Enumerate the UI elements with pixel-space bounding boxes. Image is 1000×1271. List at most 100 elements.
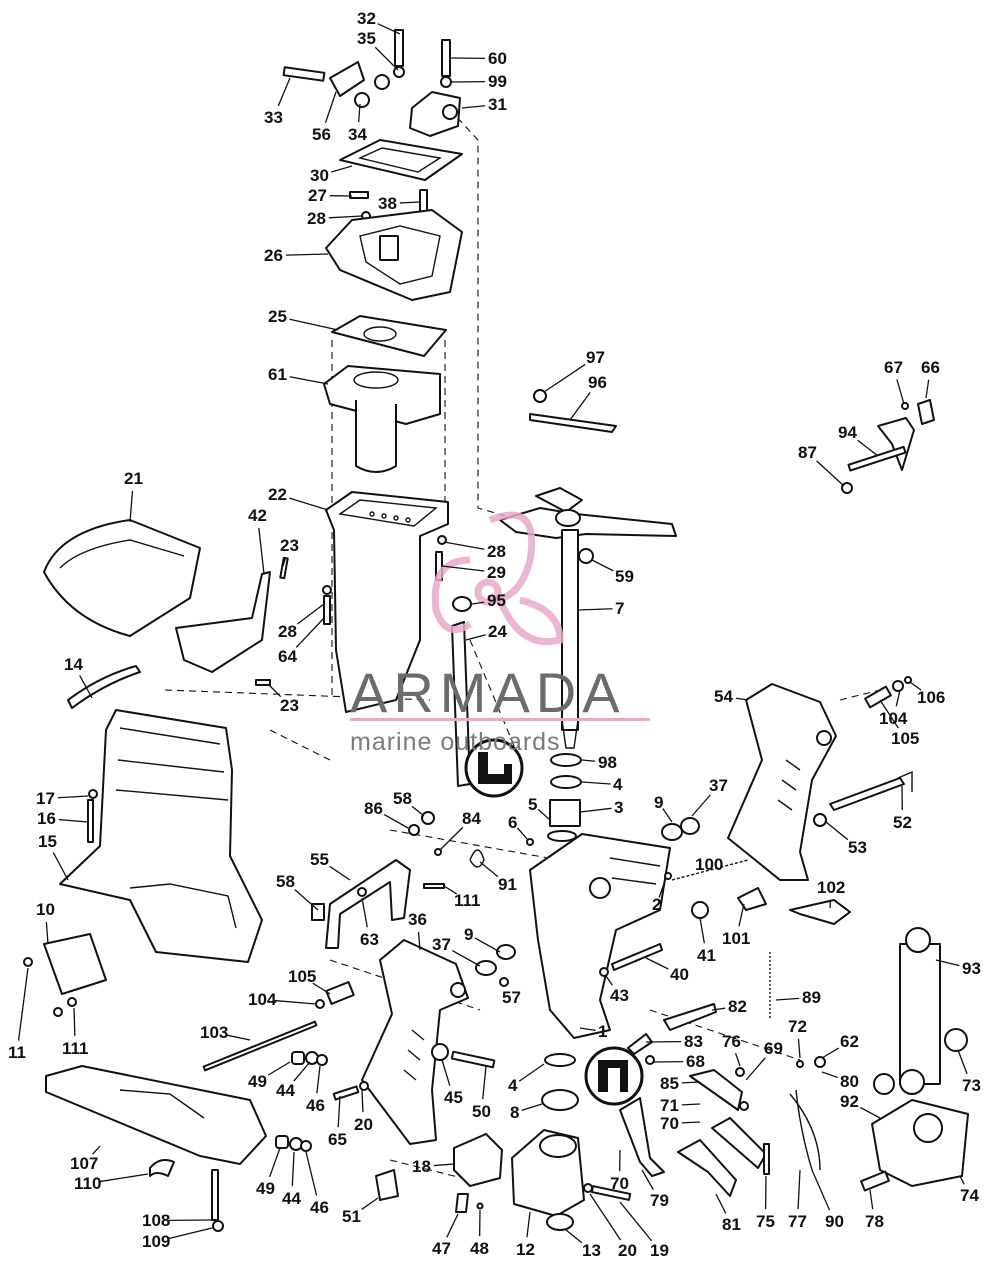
leader-line: [226, 1034, 251, 1041]
leader-line: [374, 46, 399, 71]
leader-line: [79, 675, 93, 699]
leader-line: [581, 759, 596, 762]
nut-59: [578, 548, 594, 564]
washer-20a: [359, 1081, 369, 1091]
callout-95: 95: [487, 591, 506, 610]
callout-40: 40: [670, 965, 689, 984]
cover-plate-10: [23, 933, 107, 1017]
callout-23: 23: [280, 696, 299, 715]
callout-104: 104: [879, 709, 908, 728]
callout-84: 84: [462, 809, 481, 828]
callout-103: 103: [200, 1023, 228, 1042]
callout-33: 33: [264, 108, 283, 127]
callout-96: 96: [588, 373, 607, 392]
callout-74: 74: [960, 1186, 979, 1205]
screw-67: [901, 402, 909, 410]
leader-line: [699, 917, 705, 944]
leader-line: [328, 215, 363, 219]
callout-2: 2: [652, 895, 661, 914]
callout-50: 50: [472, 1102, 491, 1121]
bolts-28-64: [323, 595, 331, 625]
screw-68: [645, 1055, 655, 1065]
leader-line: [305, 1151, 318, 1196]
leader-line: [543, 363, 586, 393]
callout-47: 47: [432, 1239, 451, 1258]
leader-line: [441, 1059, 451, 1086]
callout-29: 29: [487, 563, 506, 582]
callout-44: 44: [276, 1081, 295, 1100]
leader-line: [294, 889, 319, 911]
leader-line: [267, 1061, 291, 1076]
pin-78: [860, 1170, 890, 1192]
callout-30: 30: [310, 166, 329, 185]
bushing-8: [541, 1089, 579, 1111]
bushing-49b: [275, 1135, 289, 1149]
leader-line: [925, 379, 930, 399]
callout-105: 105: [891, 729, 919, 748]
callout-44: 44: [282, 1189, 301, 1208]
bracket-31: [409, 91, 461, 137]
leader-line: [581, 781, 611, 785]
washer-45: [431, 1043, 449, 1061]
spring-90: [789, 1093, 821, 1171]
callout-81: 81: [722, 1215, 741, 1234]
callout-4: 4: [613, 775, 623, 794]
callout-66: 66: [921, 358, 940, 377]
callout-107: 107: [70, 1154, 98, 1173]
link-82: [663, 1003, 717, 1031]
leader-line: [825, 821, 849, 841]
callout-46: 46: [306, 1096, 325, 1115]
callout-38: 38: [378, 194, 397, 213]
lever-79: [619, 1097, 665, 1177]
link-83: [627, 1033, 653, 1055]
leader-line: [745, 1057, 766, 1081]
callout-110: 110: [74, 1174, 101, 1193]
exhaust-tube-22: [325, 491, 449, 713]
leader-line: [129, 490, 134, 523]
watermark-rule: [350, 718, 650, 721]
watermark-propeller-logo: [431, 511, 564, 646]
ground-strap-96: [529, 389, 617, 433]
shaft-40: [599, 943, 663, 977]
leader-line: [377, 23, 401, 35]
side-cover-42: [175, 556, 289, 686]
callout-57: 57: [502, 988, 521, 1007]
callout-48: 48: [470, 1239, 489, 1258]
lower-motor-cover-21: [43, 519, 201, 637]
bolt-65: [332, 1085, 360, 1101]
washer-37b: [475, 960, 497, 976]
leader-line: [324, 91, 337, 123]
callout-72: 72: [788, 1017, 807, 1036]
tilt-pin-52: [813, 770, 913, 827]
leader-line: [291, 1151, 295, 1187]
callout-13: 13: [582, 1241, 601, 1260]
leader-line: [258, 527, 265, 575]
callout-43: 43: [610, 986, 629, 1005]
callout-15: 15: [38, 832, 57, 851]
callout-9: 9: [464, 925, 473, 944]
callout-labels: 32 35 60 99 31 33 56 34 30 27 38 28 26 2…: [8, 9, 981, 1260]
leader-line: [331, 165, 353, 173]
leader-line: [895, 689, 901, 707]
callout-111: 111: [62, 1039, 89, 1058]
callout-12: 12: [516, 1240, 535, 1259]
callout-70: 70: [660, 1114, 679, 1133]
callout-106: 106: [917, 688, 945, 707]
leader-line: [443, 541, 485, 550]
callout-80: 80: [840, 1072, 859, 1091]
pin-2: [664, 872, 672, 880]
pin-71: [739, 1101, 749, 1111]
callout-98: 98: [598, 753, 617, 772]
callout-10: 10: [36, 900, 55, 919]
callout-73: 73: [962, 1076, 981, 1095]
swivel-bracket-1: [529, 833, 671, 1039]
leader-line: [52, 852, 69, 881]
callout-41: 41: [697, 946, 716, 965]
bushing-53: [813, 813, 827, 827]
callout-61: 61: [268, 365, 287, 384]
grommet-95: [452, 596, 472, 612]
leader-line: [645, 957, 669, 970]
callout-49: 49: [256, 1179, 275, 1198]
callout-60: 60: [488, 49, 507, 68]
callout-5: 5: [528, 795, 537, 814]
